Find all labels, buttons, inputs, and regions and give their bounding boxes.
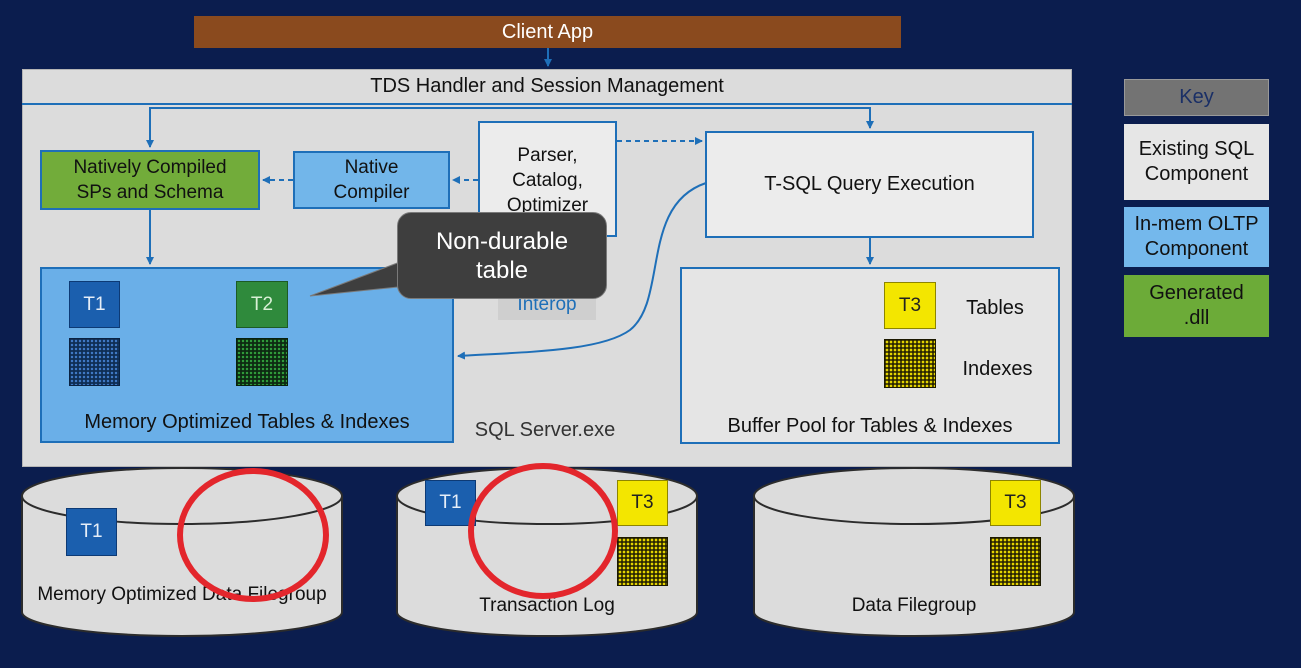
t3-index-icon xyxy=(884,339,936,388)
key-existing-line-1: Existing SQL xyxy=(1138,138,1255,160)
log-t3-index-icon xyxy=(617,537,668,586)
filegroup-t1-tile: T1 xyxy=(66,508,117,556)
transaction-log-text: Transaction Log xyxy=(479,595,615,616)
client-app-label: Client App xyxy=(501,20,594,43)
native-compiler-box: Native Compiler xyxy=(293,151,450,209)
log-t3-label: T3 xyxy=(631,492,654,513)
t2-index-icon xyxy=(236,338,288,386)
t3-table-label: T3 xyxy=(898,294,922,316)
buffer-pool-text: Buffer Pool for Tables & Indexes xyxy=(727,414,1013,437)
memory-optimized-tables-label: Memory Optimized Tables & Indexes xyxy=(40,408,454,436)
indexes-legend-label: Indexes xyxy=(950,355,1045,383)
t2-table-tile: T2 xyxy=(236,281,288,328)
tables-legend-label: Tables xyxy=(950,294,1040,322)
callout-line-2: table xyxy=(475,256,529,284)
red-highlight-circle-filegroup xyxy=(177,468,329,602)
key-inmem-line-2: Component xyxy=(1144,238,1249,260)
client-app-box: Client App xyxy=(194,16,901,48)
non-durable-table-callout: Non-durable table xyxy=(397,212,607,299)
parser-line-1: Parser, xyxy=(517,145,578,166)
sql-server-exe-text: SQL Server.exe xyxy=(474,418,616,441)
tds-handler-bar: TDS Handler and Session Management xyxy=(22,69,1072,105)
data-filegroup-label: Data Filegroup xyxy=(754,593,1074,619)
log-t1-label: T1 xyxy=(439,492,462,513)
tsql-query-execution-label: T-SQL Query Execution xyxy=(764,173,975,195)
callout-line-1: Non-durable xyxy=(435,227,569,255)
tds-handler-label: TDS Handler and Session Management xyxy=(370,74,724,97)
native-compiler-line-1: Native xyxy=(344,157,399,178)
t3-table-tile: T3 xyxy=(884,282,936,329)
key-title: Key xyxy=(1124,79,1269,116)
key-inmem-oltp-component: In-mem OLTP Component xyxy=(1124,207,1269,267)
t1-table-label: T1 xyxy=(83,293,106,315)
tsql-query-execution-box: T-SQL Query Execution xyxy=(705,131,1034,238)
t1-table-tile: T1 xyxy=(69,281,120,328)
sql-server-exe-label: SQL Server.exe xyxy=(470,417,620,443)
natively-compiled-line-2: SPs and Schema xyxy=(76,182,224,203)
key-inmem-line-1: In-mem OLTP xyxy=(1134,213,1259,235)
native-compiler-line-2: Compiler xyxy=(333,182,410,203)
log-t3-tile: T3 xyxy=(617,480,668,526)
key-existing-line-2: Component xyxy=(1144,163,1249,185)
filegroup-t1-label: T1 xyxy=(80,521,103,542)
indexes-legend-text: Indexes xyxy=(962,357,1033,380)
datafile-t3-label: T3 xyxy=(1004,492,1027,513)
natively-compiled-line-1: Natively Compiled xyxy=(73,157,227,178)
log-t1-tile: T1 xyxy=(425,480,476,526)
tables-legend-text: Tables xyxy=(966,296,1024,319)
key-existing-sql-component: Existing SQL Component xyxy=(1124,124,1269,200)
transaction-log-label: Transaction Log xyxy=(397,593,697,619)
key-generated-line-2: .dll xyxy=(1183,307,1210,329)
red-highlight-circle-log xyxy=(468,463,618,599)
datafile-t3-tile: T3 xyxy=(990,480,1041,526)
t2-table-label: T2 xyxy=(250,293,274,315)
data-filegroup-text: Data Filegroup xyxy=(851,595,977,616)
buffer-pool-box xyxy=(680,267,1060,444)
memory-optimized-tables-text: Memory Optimized Tables & Indexes xyxy=(84,410,410,433)
key-generated-dll: Generated .dll xyxy=(1124,275,1269,337)
buffer-pool-label: Buffer Pool for Tables & Indexes xyxy=(680,412,1060,440)
t1-index-icon xyxy=(69,338,120,386)
datafile-t3-index-icon xyxy=(990,537,1041,586)
key-generated-line-1: Generated xyxy=(1149,282,1244,304)
key-title-text: Key xyxy=(1179,86,1214,108)
natively-compiled-box: Natively Compiled SPs and Schema xyxy=(40,150,260,210)
